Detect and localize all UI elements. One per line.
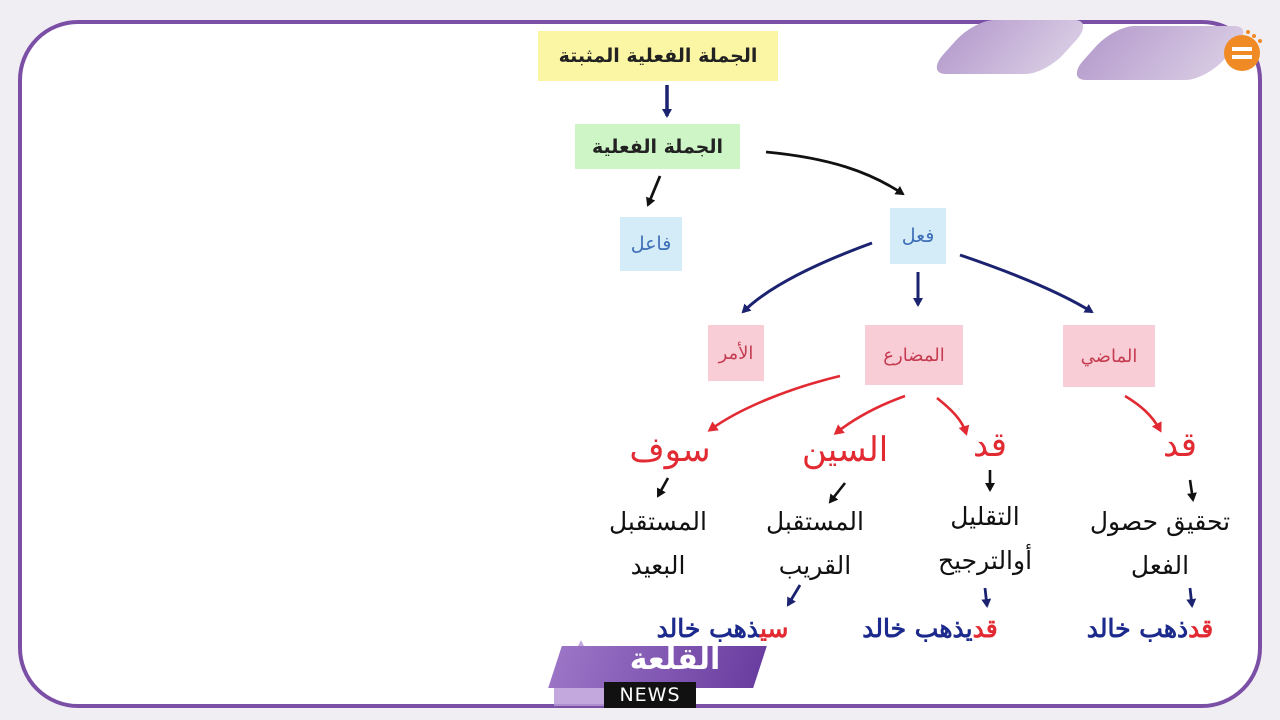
example-qad-past: قدذهب خالد <box>1050 614 1250 643</box>
example-qad-present-particle: قد <box>972 614 998 643</box>
particle-seen: السين <box>801 430 889 470</box>
meaning-sawfa: المستقبل البعيد <box>578 500 738 588</box>
past-node: الماضي <box>1063 325 1155 387</box>
sentence-node: الجملة الفعلية <box>575 124 740 169</box>
example-qad-past-rest: ذهب خالد <box>1086 614 1189 643</box>
arrow-sentence-to-subject <box>646 175 662 207</box>
meaning-qad-present-line2: أوالترجيح <box>937 546 1033 575</box>
meaning-qad-past: تحقيق حصول الفعل <box>1065 500 1255 588</box>
arrow-seen-to-example <box>786 584 802 607</box>
meaning-qad-past-line2: الفعل <box>1130 551 1190 580</box>
present-node: المضارع <box>865 325 963 385</box>
arrow-verb-to-imperative <box>741 241 873 314</box>
arrow-seen-to-meaning <box>828 482 847 504</box>
arrow-present-to-qad <box>936 396 970 436</box>
meaning-qad-present: التقليل أوالترجيح <box>905 495 1065 583</box>
subject-node: فاعل <box>620 217 682 271</box>
meaning-seen-line1: المستقبل <box>766 507 864 536</box>
arrow-present-to-seen <box>833 394 906 435</box>
particle-qad-present: قد <box>972 425 1008 465</box>
arrow-qad-present-to-example <box>981 587 992 608</box>
channel-logo-icon <box>1224 30 1262 71</box>
example-seen-rest: ذهب خالد <box>656 614 760 643</box>
root-node: الجملة الفعلية المثبتة <box>538 31 778 81</box>
example-qad-present: قديذهب خالد <box>835 614 1025 643</box>
meaning-seen: المستقبل القريب <box>735 500 895 588</box>
example-qad-past-particle: قد <box>1188 614 1214 643</box>
meaning-sawfa-line2: البعيد <box>630 551 686 580</box>
arrow-past-to-qad <box>1124 394 1162 433</box>
meaning-qad-present-line1: التقليل <box>950 502 1020 531</box>
imperative-node: الأمر <box>708 325 764 381</box>
particle-qad-past: قد <box>1162 425 1198 465</box>
meaning-qad-past-line1: تحقيق حصول <box>1089 507 1231 536</box>
watermark-title: القلعة <box>629 642 721 677</box>
arrow-qad-past-to-meaning <box>1187 479 1197 502</box>
arrow-sentence-to-verb <box>765 150 905 196</box>
meaning-sawfa-line1: المستقبل <box>609 507 707 536</box>
arrow-sawfa-to-meaning <box>656 477 670 498</box>
particle-sawfa: سوف <box>629 430 711 470</box>
meaning-seen-line2: القريب <box>778 551 852 580</box>
verb-node: فعل <box>890 208 946 264</box>
arrow-verb-to-past <box>959 253 1094 314</box>
example-seen-particle: سي <box>759 614 789 643</box>
example-seen: سيذهب خالد <box>630 614 815 643</box>
example-qad-present-rest: يذهب خالد <box>862 614 973 643</box>
watermark-news-label: NEWS <box>604 682 696 708</box>
arrow-qad-past-to-example <box>1186 587 1197 608</box>
arrow-present-to-sawfa <box>707 374 841 432</box>
